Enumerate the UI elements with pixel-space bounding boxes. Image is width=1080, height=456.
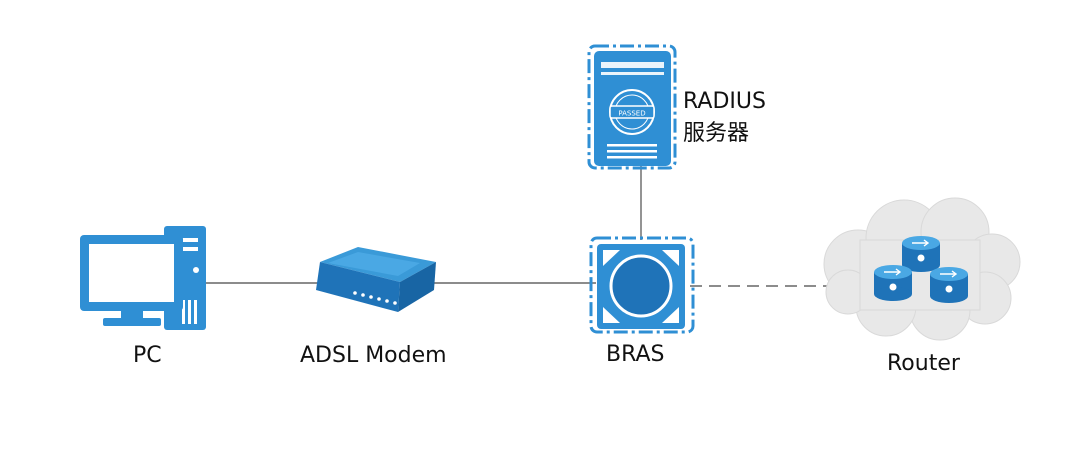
router-drum: [930, 267, 968, 303]
modem-icon: [316, 247, 436, 312]
links: [205, 166, 832, 287]
bras-icon: [589, 236, 695, 334]
radius-label-line1: RADIUS: [683, 89, 766, 114]
radius-label-line2: 服务器: [683, 121, 750, 146]
computer-icon: [80, 226, 206, 330]
modem-label: ADSL Modem: [300, 343, 447, 368]
bras-label: BRAS: [606, 342, 665, 367]
router-drum: [874, 265, 912, 301]
pc-label: PC: [133, 343, 162, 368]
router-cloud-icon: [823, 197, 1021, 341]
passed-stamp: PASSED: [618, 110, 645, 118]
server-icon: PASSED: [587, 44, 677, 170]
router-drum: [902, 236, 940, 272]
router-label: Router: [887, 351, 960, 376]
radius-label: RADIUS 服务器: [683, 86, 766, 150]
